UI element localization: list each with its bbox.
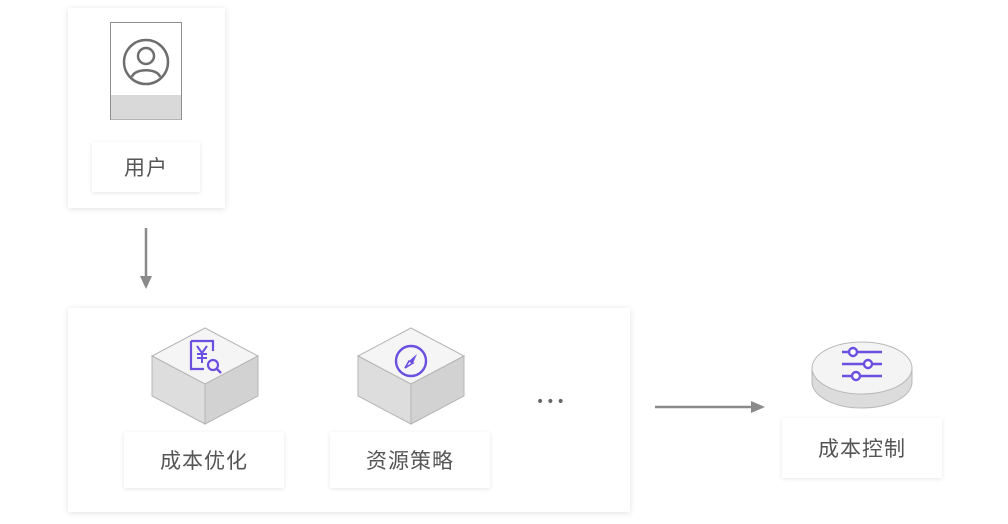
user-avatar-icon — [110, 22, 182, 120]
user-label: 用户 — [92, 142, 200, 192]
resource-strategy-cube — [356, 326, 466, 426]
cost-control-label: 成本控制 — [782, 418, 942, 478]
cost-optimization-label: 成本优化 — [124, 432, 284, 488]
compass-icon — [392, 342, 430, 380]
sliders-icon — [840, 344, 884, 384]
user-card: 用户 — [68, 8, 225, 208]
resource-strategy-label: 资源策略 — [330, 432, 490, 488]
cost-optimization-cube — [150, 326, 260, 426]
cost-control-disc — [810, 330, 914, 414]
yuan-search-icon — [186, 337, 226, 377]
ellipsis: ••• — [536, 394, 567, 410]
down-arrow-icon — [138, 228, 154, 290]
right-arrow-icon — [655, 399, 767, 415]
